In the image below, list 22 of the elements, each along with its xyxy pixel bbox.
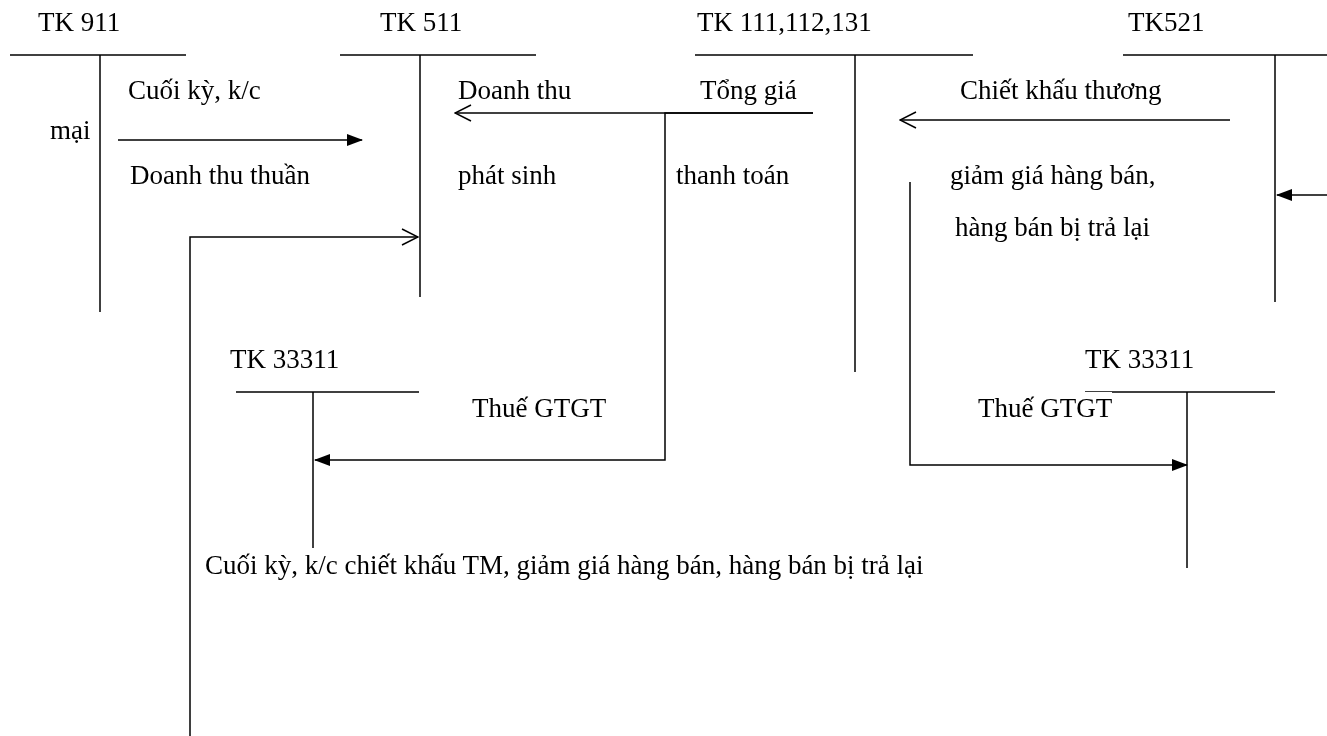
account-title: TK521 xyxy=(1128,6,1205,38)
account-title: TK 33311 xyxy=(230,343,340,375)
note-text: hàng bán bị trả lại xyxy=(955,211,1150,243)
account-title: TK 33311 xyxy=(1085,343,1195,375)
arrow xyxy=(899,111,1231,129)
arrow xyxy=(314,112,814,466)
note-text: mại xyxy=(50,114,91,146)
note-text: Doanh thu thuần xyxy=(130,159,310,191)
note-text: giảm giá hàng bán, xyxy=(950,159,1156,191)
arrow xyxy=(189,228,419,736)
account-title: TK 111,112,131 xyxy=(697,6,872,38)
note-text: Doanh thu xyxy=(458,74,572,106)
arrow xyxy=(1276,189,1327,201)
note-text: thanh toán xyxy=(676,159,790,191)
arrow xyxy=(909,181,1188,471)
account-title: TK 511 xyxy=(380,6,463,38)
note-text: phát sinh xyxy=(458,159,557,191)
note-text: Cuối kỳ, k/c chiết khấu TM, giảm giá hàng bán, hàng bán bị trả lại xyxy=(205,549,924,581)
account-title: TK 911 xyxy=(38,6,121,38)
note-text: Chiết khấu thương xyxy=(960,74,1162,106)
note-text: Tổng giá xyxy=(700,74,797,106)
arrow xyxy=(117,134,363,146)
